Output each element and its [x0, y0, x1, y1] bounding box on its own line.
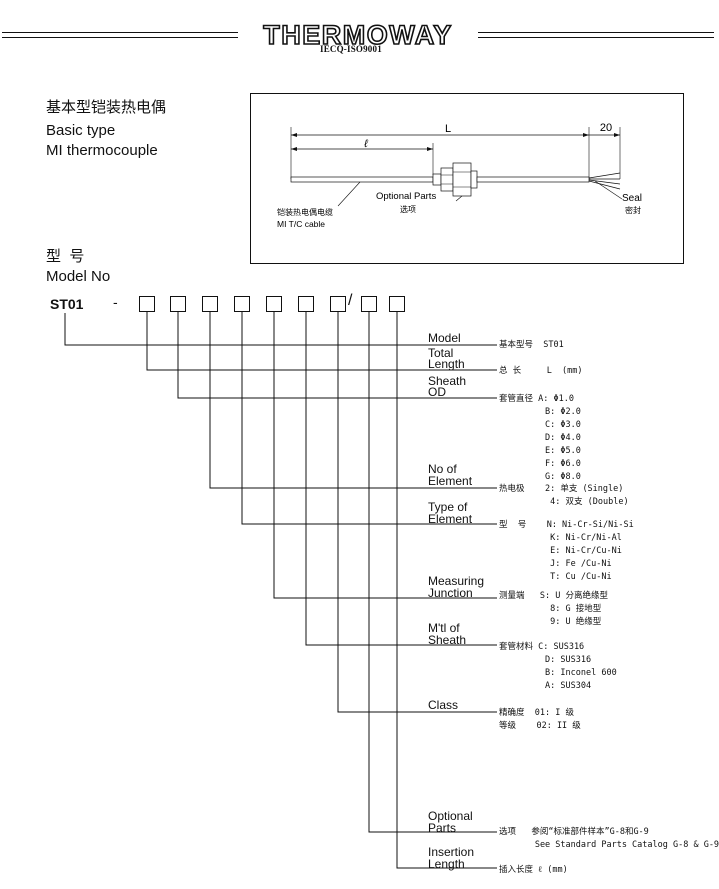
field-label-class: Class — [428, 698, 459, 712]
field-label-no-of-element-2: Element — [428, 474, 473, 488]
seal-cn-label: 密封 — [625, 205, 641, 215]
dim-l-label: ℓ — [363, 138, 368, 150]
field-label-optional-parts-2: Parts — [428, 821, 457, 835]
spec-insertion-length: 插入长度 ℓ (mm) — [499, 865, 568, 875]
cable-en-label: MI T/C cable — [277, 219, 325, 229]
field-label-insertion-length-1: Insertion — [428, 845, 475, 859]
field-label-sheath-od-2: OD — [428, 385, 446, 399]
header-rule-right — [478, 32, 714, 38]
code-box-optional-parts[interactable] — [361, 296, 377, 312]
brand-text: THERMOWAY — [263, 20, 453, 50]
code-box-no-of-element[interactable] — [202, 296, 218, 312]
field-label-total-length-1: Total — [428, 346, 454, 360]
code-box-type-of-element[interactable] — [234, 296, 250, 312]
title-en-mi: MI thermocouple — [46, 142, 158, 159]
spec-measuring-junction: 测量端 S: U 分离绝缘型 8: G 接地型 9: U 绝缘型 — [499, 591, 608, 627]
code-box-sheath-od[interactable] — [170, 296, 186, 312]
code-box-mtl-of-sheath[interactable] — [298, 296, 314, 312]
dim-L-label: L — [445, 123, 451, 135]
field-label-measuring-junction-2: Junction — [428, 586, 473, 600]
spec-class: 精确度 01: I 级 等级 02: II 级 — [499, 708, 581, 731]
dim-20-label: 20 — [600, 122, 612, 134]
code-box-total-length[interactable] — [139, 296, 155, 312]
model-title-cn: 型 号 — [46, 248, 85, 265]
field-label-mtl-of-sheath-2: Sheath — [428, 633, 467, 647]
spec-total-length: 总 长 L (mm) — [499, 366, 583, 376]
field-label-total-length-2: Length — [428, 357, 465, 371]
model-dash: - — [113, 294, 118, 310]
header-rule-left — [2, 32, 238, 38]
field-label-no-of-element-1: No of — [428, 462, 457, 476]
title-cn: 基本型铠装热电偶 — [46, 99, 167, 116]
code-box-insertion-length[interactable] — [389, 296, 405, 312]
optional-parts-cn-label: 选项 — [400, 204, 416, 214]
seal-label: Seal — [622, 193, 642, 204]
spec-sheath-od: 套管直径 A: Φ1.0 B: Φ2.0 C: Φ3.0 D: Φ4.0 E: … — [499, 394, 581, 482]
model-code: ST01 — [50, 296, 84, 312]
field-label-type-of-element-2: Element — [428, 512, 473, 526]
certification: IECQ-ISO9001 — [320, 44, 382, 54]
field-label-sheath-od-1: Sheath — [428, 374, 467, 388]
spec-mtl-of-sheath: 套管材料 C: SUS316 D: SUS316 B: Inconel 600 … — [499, 642, 617, 691]
spec-no-of-element: 热电极 2: 单支 (Single) 4: 双支 (Double) — [499, 484, 629, 507]
thermocouple-diagram: L 20 ℓ Optional Parts 选项 铠装热电偶电缆 MI T/C … — [250, 93, 684, 264]
field-label-optional-parts-1: Optional — [428, 809, 473, 823]
spec-model: 基本型号 ST01 — [499, 340, 564, 350]
code-slash: / — [348, 292, 353, 309]
field-label-type-of-element-1: Type of — [428, 500, 468, 514]
field-label-model: Model — [428, 331, 461, 345]
code-box-class[interactable] — [330, 296, 346, 312]
spec-type-of-element: 型 号 N: Ni-Cr-Si/Ni-Si K: Ni-Cr/Ni-Al E: … — [499, 520, 634, 582]
optional-parts-label: Optional Parts — [376, 191, 436, 202]
brand-logo: THERMOWAY — [262, 19, 453, 51]
field-label-insertion-length-2: Length — [428, 857, 465, 871]
title-en-basic: Basic type — [46, 122, 116, 139]
field-label-mtl-of-sheath-1: M'tl of — [428, 621, 460, 635]
field-label-measuring-junction-1: Measuring — [428, 574, 485, 588]
code-box-measuring-junction[interactable] — [266, 296, 282, 312]
model-title-en: Model No — [46, 268, 111, 285]
cable-cn-label: 铠装热电偶电缆 — [277, 207, 333, 217]
spec-optional-parts: 选项 参阅“标准部件样本”G-8和G-9 See Standard Parts … — [499, 827, 719, 850]
